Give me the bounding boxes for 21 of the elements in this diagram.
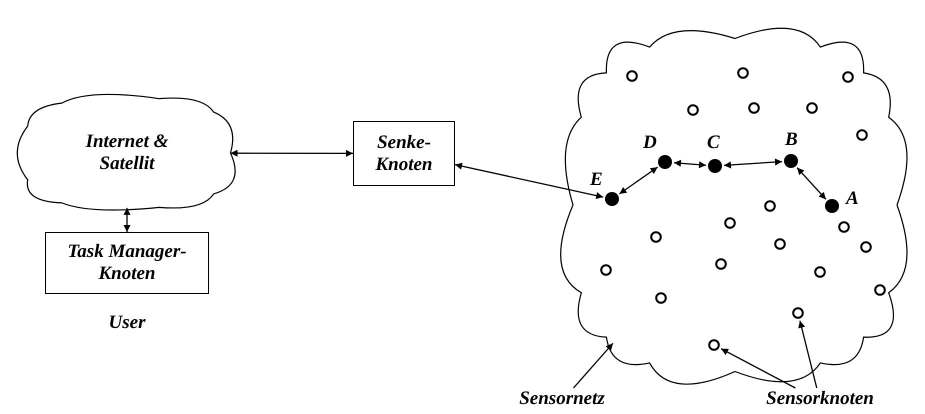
double-arrow — [724, 158, 782, 168]
node-letter: D — [643, 132, 657, 154]
process-box: Task Manager- Knoten — [45, 232, 209, 294]
double-arrow — [124, 208, 130, 232]
process-box: Senke- Knoten — [353, 121, 455, 186]
double-arrow — [619, 166, 658, 194]
callout-text: Sensorknoten — [743, 388, 897, 414]
double-arrow — [674, 160, 706, 168]
callout-text: Sensornetz — [510, 388, 614, 414]
node-letter: B — [785, 129, 798, 151]
caption-text: User — [108, 312, 147, 334]
leader-arrow — [572, 342, 614, 388]
leader-arrow — [798, 320, 818, 388]
double-arrow — [454, 162, 604, 199]
double-arrow — [230, 150, 353, 157]
node-letter: E — [590, 169, 603, 191]
node-letter: C — [707, 132, 720, 154]
leader-arrow — [720, 348, 796, 389]
node-letter: A — [846, 188, 859, 210]
cloud-label: Internet & Satellit — [84, 131, 170, 175]
double-arrow — [796, 167, 826, 200]
